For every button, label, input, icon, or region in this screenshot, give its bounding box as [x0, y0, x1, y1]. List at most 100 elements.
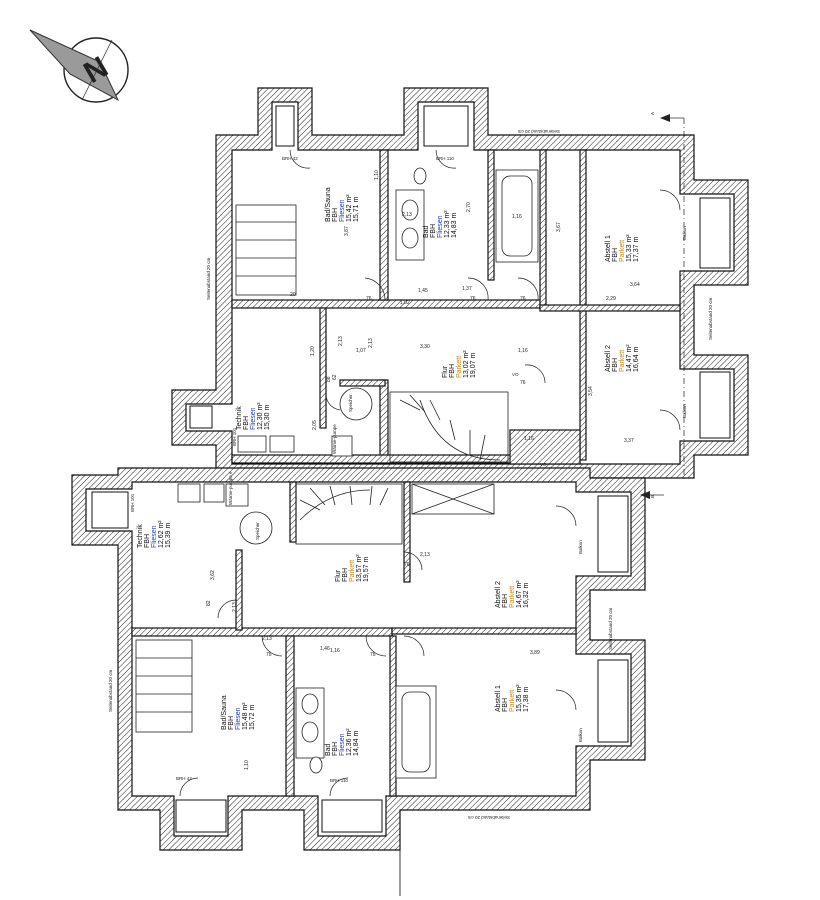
room-label-bad-top: Bad FBH Fliesen 12,33 m² 14,83 m	[423, 210, 458, 238]
svg-text:13,02 m²: 13,02 m²	[463, 350, 470, 378]
svg-text:FBH: FBH	[243, 416, 250, 430]
svg-text:14,67 m²: 14,67 m²	[516, 580, 523, 608]
svg-text:FBH: FBH	[430, 224, 437, 238]
wall-note-right-bottom: Seitenabstand 20 cm	[608, 607, 613, 650]
svg-text:Parkett: Parkett	[456, 356, 463, 378]
svg-text:FBH: FBH	[612, 358, 619, 372]
svg-text:2,13: 2,13	[402, 212, 412, 218]
svg-text:Abstell 2: Abstell 2	[605, 345, 612, 372]
svg-text:15,72 m: 15,72 m	[249, 705, 256, 730]
svg-text:FBH: FBH	[502, 698, 509, 712]
room-labels: Bad/Sauna FBH Fliesen 15,42 m² 15,71 m B…	[137, 187, 640, 756]
svg-text:3,67: 3,67	[556, 222, 562, 232]
svg-text:FBH: FBH	[449, 364, 456, 378]
room-label-technik-bottom: Technik FBH Fliesen 12,62 m² 15,39 m	[137, 520, 172, 548]
svg-text:Flur: Flur	[335, 569, 342, 582]
svg-text:16,32 m: 16,32 m	[523, 583, 530, 608]
svg-text:2,13: 2,13	[420, 552, 430, 558]
svg-text:Bad: Bad	[423, 225, 430, 238]
plan-notes: Speicher Speicher Wärme-pumpe Wärme-pump…	[108, 112, 713, 820]
note-speicher-top: Speicher	[348, 394, 353, 412]
svg-text:76: 76	[520, 296, 526, 302]
svg-text:Bad/Sauna: Bad/Sauna	[325, 187, 332, 222]
room-label-flur-top: Flur FBH Parkett 13,02 m² 19,07 m	[442, 350, 477, 378]
svg-text:16,64 m: 16,64 m	[633, 347, 640, 372]
room-label-abstell2-top: Abstell 2 FBH Parkett 14,47 m² 16,64 m	[605, 344, 640, 372]
bottom-unit-interior	[131, 481, 577, 797]
svg-text:17,38 m: 17,38 m	[523, 687, 530, 712]
svg-text:FBH: FBH	[332, 742, 339, 756]
svg-text:15,71 m: 15,71 m	[353, 197, 360, 222]
svg-text:1,46: 1,46	[320, 646, 330, 652]
svg-text:1,16: 1,16	[524, 436, 534, 442]
room-label-badsauna-top: Bad/Sauna FBH Fliesen 15,42 m² 15,71 m	[325, 187, 360, 222]
svg-text:3,30: 3,30	[420, 344, 430, 350]
wall-note-left-bottom: Seitenabstand 20 cm	[108, 669, 113, 712]
svg-text:Abstell 1: Abstell 1	[495, 685, 502, 712]
svg-text:Bad/Sauna: Bad/Sauna	[221, 695, 228, 730]
note-waermepumpe-bottom: Wärme-pumpe e	[228, 471, 233, 505]
svg-text:15,33 m²: 15,33 m²	[626, 234, 633, 262]
svg-text:Parkett: Parkett	[349, 560, 356, 582]
svg-text:FBH: FBH	[502, 594, 509, 608]
room-label-abstell1-top: Abstell 1 FBH Parkett 15,33 m² 17,37 m	[605, 234, 640, 262]
svg-text:1,16: 1,16	[512, 214, 522, 220]
svg-text:14,84 m: 14,84 m	[353, 731, 360, 756]
svg-text:Flur: Flur	[442, 365, 449, 378]
svg-text:Technik: Technik	[236, 406, 243, 430]
svg-text:17,37 m: 17,37 m	[633, 237, 640, 262]
note-brh-top: BRH 101	[232, 427, 237, 446]
wall-note-right-top: Seitenabstand 20 cm	[708, 297, 713, 340]
svg-text:76: 76	[470, 296, 476, 302]
svg-text:12,36 m²: 12,36 m²	[346, 728, 353, 756]
svg-text:2,13: 2,13	[368, 338, 374, 348]
note-speicher-bottom: Speicher	[255, 522, 260, 540]
top-unit-interior	[231, 149, 681, 465]
svg-text:3,89: 3,89	[530, 650, 540, 656]
svg-text:Technik: Technik	[137, 524, 144, 548]
svg-text:15,39 m: 15,39 m	[165, 523, 172, 548]
svg-text:2,05: 2,05	[312, 420, 318, 430]
section-b-label: B	[650, 495, 655, 498]
svg-text:15,48 m²: 15,48 m²	[242, 702, 249, 730]
room-label-technik-top: Technik FBH Fliesen 12,30 m² 15,30 m	[236, 402, 271, 430]
note-brh110-bottom: BRH 110	[330, 778, 348, 783]
room-label-abstell1-bottom: Abstell 1 FBH Parkett 15,35 m² 17,38 m	[495, 684, 530, 712]
compass-icon: N	[29, 29, 129, 103]
svg-text:2,70: 2,70	[466, 202, 472, 212]
svg-text:1,16: 1,16	[518, 348, 528, 354]
room-label-flur-bottom: Flur FBH Parkett 13,57 m² 19,57 m	[335, 554, 370, 582]
svg-text:1,45: 1,45	[418, 288, 428, 294]
svg-text:Parkett: Parkett	[619, 350, 626, 372]
svg-text:FBH: FBH	[332, 208, 339, 222]
dimension-labels: 3,67 3,87 2,70 1,16 3,64 2,29 3,30 1,16 …	[206, 170, 640, 770]
room-label-abstell2-bottom: Abstell 2 FBH Parkett 14,67 m² 16,32 m	[495, 580, 530, 608]
svg-text:76: 76	[370, 652, 376, 658]
svg-text:88: 88	[326, 376, 332, 382]
svg-text:62: 62	[332, 374, 338, 380]
svg-text:Fliesen: Fliesen	[437, 215, 444, 238]
svg-text:FBH: FBH	[612, 248, 619, 262]
svg-text:15,30 m: 15,30 m	[264, 405, 271, 430]
svg-text:3,54: 3,54	[588, 386, 594, 396]
svg-text:1,16: 1,16	[330, 648, 340, 654]
svg-text:2,13: 2,13	[232, 602, 238, 612]
svg-text:FBH: FBH	[342, 568, 349, 582]
svg-text:1,10: 1,10	[244, 760, 250, 770]
svg-text:19,07 m: 19,07 m	[470, 353, 477, 378]
svg-text:1,07: 1,07	[356, 348, 366, 354]
svg-text:12,30 m²: 12,30 m²	[257, 402, 264, 430]
svg-text:76: 76	[520, 380, 526, 386]
svg-text:13,57 m²: 13,57 m²	[356, 554, 363, 582]
svg-text:14,83 m: 14,83 m	[451, 213, 458, 238]
svg-text:15,35 m²: 15,35 m²	[516, 684, 523, 712]
vo-1: VO	[512, 372, 519, 377]
svg-text:Parkett: Parkett	[509, 586, 516, 608]
balkon-2: Balkon	[682, 404, 687, 418]
wall-note-top: Seitenabstand 20 cm	[517, 129, 560, 134]
svg-text:3,62: 3,62	[210, 570, 216, 580]
svg-text:Abstell 1: Abstell 1	[605, 235, 612, 262]
wall-note-left-top: Seitenabstand 20 cm	[206, 257, 211, 300]
svg-text:3,87: 3,87	[344, 226, 350, 236]
